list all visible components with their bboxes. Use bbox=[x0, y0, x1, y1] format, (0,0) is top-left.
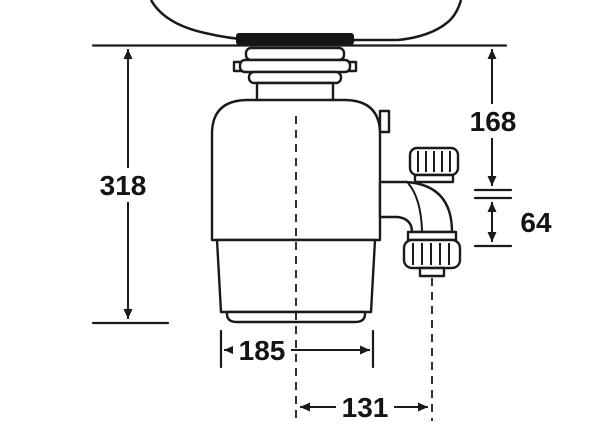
mounting-assembly bbox=[232, 46, 358, 103]
dimension-outlet-drop: 64 bbox=[473, 196, 552, 248]
sink-drain-flange bbox=[236, 33, 354, 45]
disposer-body bbox=[210, 98, 391, 324]
label-outlet-offset: 131 bbox=[342, 392, 389, 423]
lower-coupling-nut bbox=[402, 238, 462, 278]
dimension-outlet-offset: 131 bbox=[300, 392, 428, 423]
dimension-outlet-height: 168 bbox=[466, 49, 520, 192]
discharge-elbow bbox=[378, 180, 454, 234]
outlet-pipe-assembly bbox=[378, 146, 462, 278]
side-tab bbox=[378, 109, 391, 134]
dimension-body-width: 185 bbox=[219, 329, 375, 369]
label-body-width: 185 bbox=[239, 335, 286, 366]
elbow-bend-line bbox=[407, 182, 423, 232]
upper-slip-nut bbox=[408, 146, 460, 184]
label-outlet-drop: 64 bbox=[520, 207, 552, 238]
label-overall-height: 318 bbox=[100, 170, 147, 201]
dimension-overall-height: 318 bbox=[91, 49, 170, 325]
sink-bowl bbox=[149, 0, 463, 45]
centerlines bbox=[295, 116, 433, 421]
label-outlet-height: 168 bbox=[470, 106, 517, 137]
